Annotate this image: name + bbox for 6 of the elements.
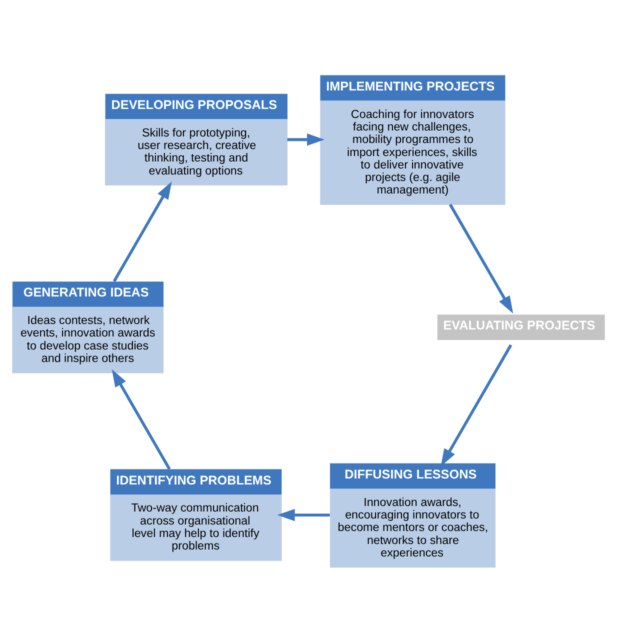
arrow	[277, 508, 330, 521]
arrow	[112, 368, 171, 470]
arrow	[112, 181, 172, 282]
arrow	[440, 344, 512, 466]
arrow	[448, 203, 514, 314]
arrow	[287, 132, 325, 146]
